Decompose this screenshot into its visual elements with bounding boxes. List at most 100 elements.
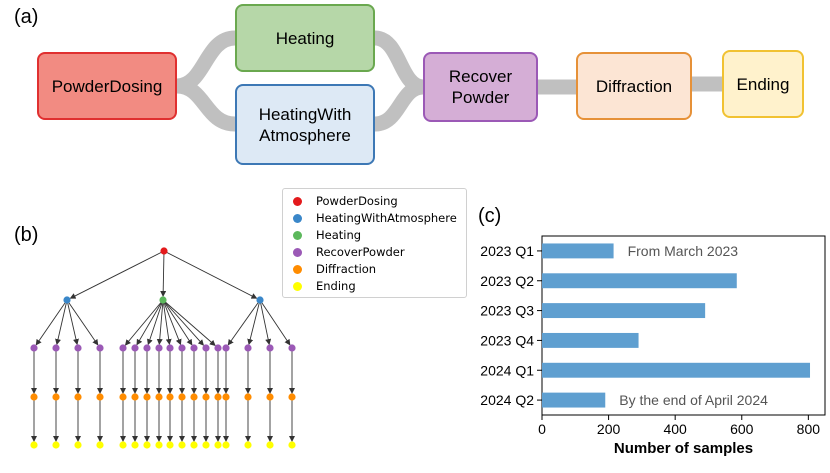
tree-node-heating <box>159 296 167 304</box>
legend-marker-powder-dosing <box>293 196 302 206</box>
tree-edge <box>162 299 193 346</box>
annotations: From March 2023 By the end of April 2024 <box>619 243 768 408</box>
legend-item: Diffraction <box>293 260 376 278</box>
tree-edge <box>146 299 164 346</box>
legend-item: PowderDosing <box>293 192 398 210</box>
tree-edge <box>162 299 172 346</box>
legend-label: Diffraction <box>316 262 377 276</box>
tree-edge <box>66 299 79 346</box>
workflow-connector <box>373 79 425 132</box>
tree-node-ending <box>190 441 198 449</box>
legend-marker-recover-powder <box>293 247 302 257</box>
tree-node-diffraction <box>143 393 151 401</box>
tree-legend: PowderDosing HeatingWithAtmosphere Heati… <box>282 188 467 298</box>
tree-edge <box>163 250 258 299</box>
legend-item: Ending <box>293 277 356 295</box>
tree-node-recover-powder <box>74 344 82 352</box>
workflow-tree <box>30 247 296 449</box>
legend-label: RecoverPowder <box>316 245 405 259</box>
tree-node-ending <box>52 441 60 449</box>
plot-frame <box>541 235 826 416</box>
tree-node-ending <box>119 441 127 449</box>
workflow-step-label: Diffraction <box>595 76 673 96</box>
x-tick-label: 800 <box>797 421 821 437</box>
legend-label: Heating <box>316 228 362 242</box>
tree-edge <box>247 299 261 346</box>
tree-node-recover-powder <box>178 344 186 352</box>
tree-node-diffraction <box>214 393 222 401</box>
tree-node-diffraction <box>288 393 296 401</box>
bar <box>542 303 706 319</box>
bars <box>542 243 811 408</box>
tree-edge <box>162 299 182 346</box>
tree-node-powder-dosing <box>160 247 168 255</box>
tree-node-diffraction <box>131 393 139 401</box>
tree-node-ending <box>131 441 139 449</box>
tree-edge <box>136 299 164 346</box>
tree-node-recover-powder <box>266 344 274 352</box>
tree-node-recover-powder <box>143 344 151 352</box>
tree-node-diffraction <box>202 393 210 401</box>
tree-edge <box>35 299 68 346</box>
workflow-step-powder-dosing: PowderDosing <box>37 52 177 120</box>
annotation-text: From March 2023 <box>628 243 739 259</box>
tree-edge <box>66 299 99 346</box>
tree-node-recover-powder <box>155 344 163 352</box>
tree-node-recover-powder <box>96 344 104 352</box>
workflow-step-recover-powder: Recover Powder <box>423 52 538 122</box>
annotation-text: By the end of April 2024 <box>619 392 768 408</box>
legend-marker-ending <box>293 281 302 291</box>
legend-label: HeatingWithAtmosphere <box>316 211 457 225</box>
legend-item: Heating <box>293 226 361 244</box>
tree-node-recover-powder <box>166 344 174 352</box>
tree-node-heating-with-atmosphere <box>63 296 71 304</box>
tree-node-recover-powder <box>52 344 60 352</box>
bar <box>542 332 639 348</box>
workflow-step-diffraction: Diffraction <box>576 52 692 120</box>
panel-label-c: (c) <box>478 205 502 227</box>
tree-node-diffraction <box>74 393 82 401</box>
legend-label: Ending <box>316 279 356 293</box>
tree-node-ending <box>202 441 210 449</box>
y-tick-label: 2023 Q1 <box>480 243 534 259</box>
legend-marker-heating <box>293 230 302 240</box>
x-tick-label: 200 <box>597 421 621 437</box>
y-tick-label: 2024 Q2 <box>480 392 534 408</box>
tree-node-ending <box>155 441 163 449</box>
tree-node-ending <box>288 441 296 449</box>
tree-edge <box>259 299 272 346</box>
x-tick-label: 600 <box>730 421 754 437</box>
bar <box>542 243 614 259</box>
workflow-step-ending: Ending <box>722 50 804 118</box>
tree-node-recover-powder <box>190 344 198 352</box>
tree-node-diffraction <box>266 393 274 401</box>
tree-edge <box>160 250 167 298</box>
tree-node-heating-with-atmosphere <box>256 296 264 304</box>
tree-node-diffraction <box>52 393 60 401</box>
tree-node-diffraction <box>155 393 163 401</box>
tree-edge <box>162 299 204 346</box>
tree-node-recover-powder <box>131 344 139 352</box>
workflow-link-group <box>175 30 722 132</box>
workflow-step-label: HeatingWith Atmosphere <box>258 104 352 145</box>
legend-marker-diffraction <box>293 264 302 274</box>
bar <box>542 392 606 408</box>
tree-node-recover-powder <box>202 344 210 352</box>
bar <box>542 273 737 289</box>
tree-node-diffraction <box>166 393 174 401</box>
workflow-step-label: Ending <box>736 74 790 94</box>
tree-nodes <box>30 247 296 449</box>
tree-node-ending <box>74 441 82 449</box>
tree-edge <box>55 299 68 346</box>
tree-node-recover-powder <box>222 344 230 352</box>
tree-node-recover-powder <box>30 344 38 352</box>
workflow-step-label: Recover Powder <box>448 67 513 107</box>
tree-node-diffraction <box>190 393 198 401</box>
x-tick-label: 0 <box>538 421 546 437</box>
tree-node-diffraction <box>119 393 127 401</box>
tree-edge <box>227 299 261 346</box>
tree-node-diffraction <box>30 393 38 401</box>
tree-node-diffraction <box>178 393 186 401</box>
